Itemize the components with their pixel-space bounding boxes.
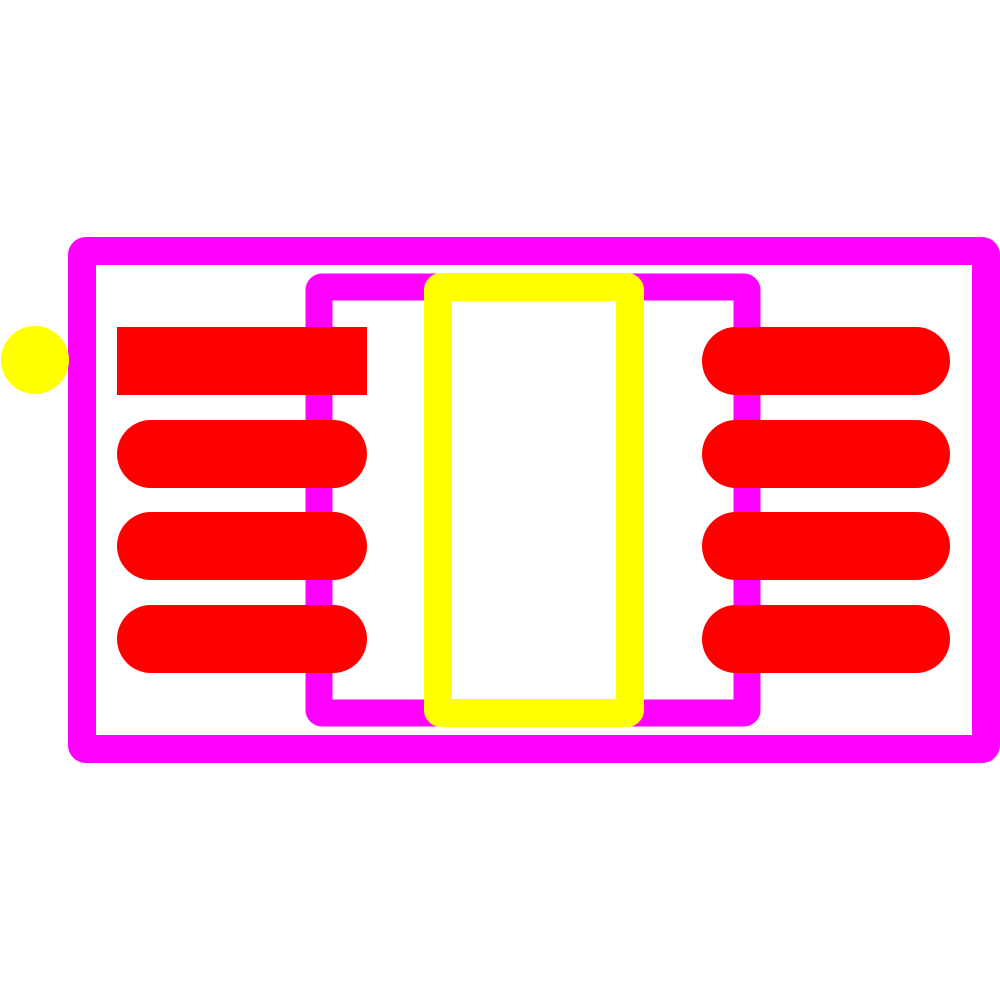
pad-4 bbox=[117, 605, 367, 673]
pin1-marker-dot bbox=[1, 326, 69, 394]
courtyard-outline bbox=[68, 237, 1000, 763]
pad-7 bbox=[702, 420, 950, 488]
pad-2 bbox=[117, 420, 367, 488]
pad-6 bbox=[702, 512, 950, 580]
pads-group bbox=[117, 327, 950, 673]
pad-1 bbox=[117, 327, 367, 395]
body-outline bbox=[305, 273, 761, 727]
silkscreen-body bbox=[424, 273, 644, 727]
pad-3 bbox=[117, 512, 367, 580]
pad-5 bbox=[702, 605, 950, 673]
pad-8 bbox=[702, 327, 950, 395]
